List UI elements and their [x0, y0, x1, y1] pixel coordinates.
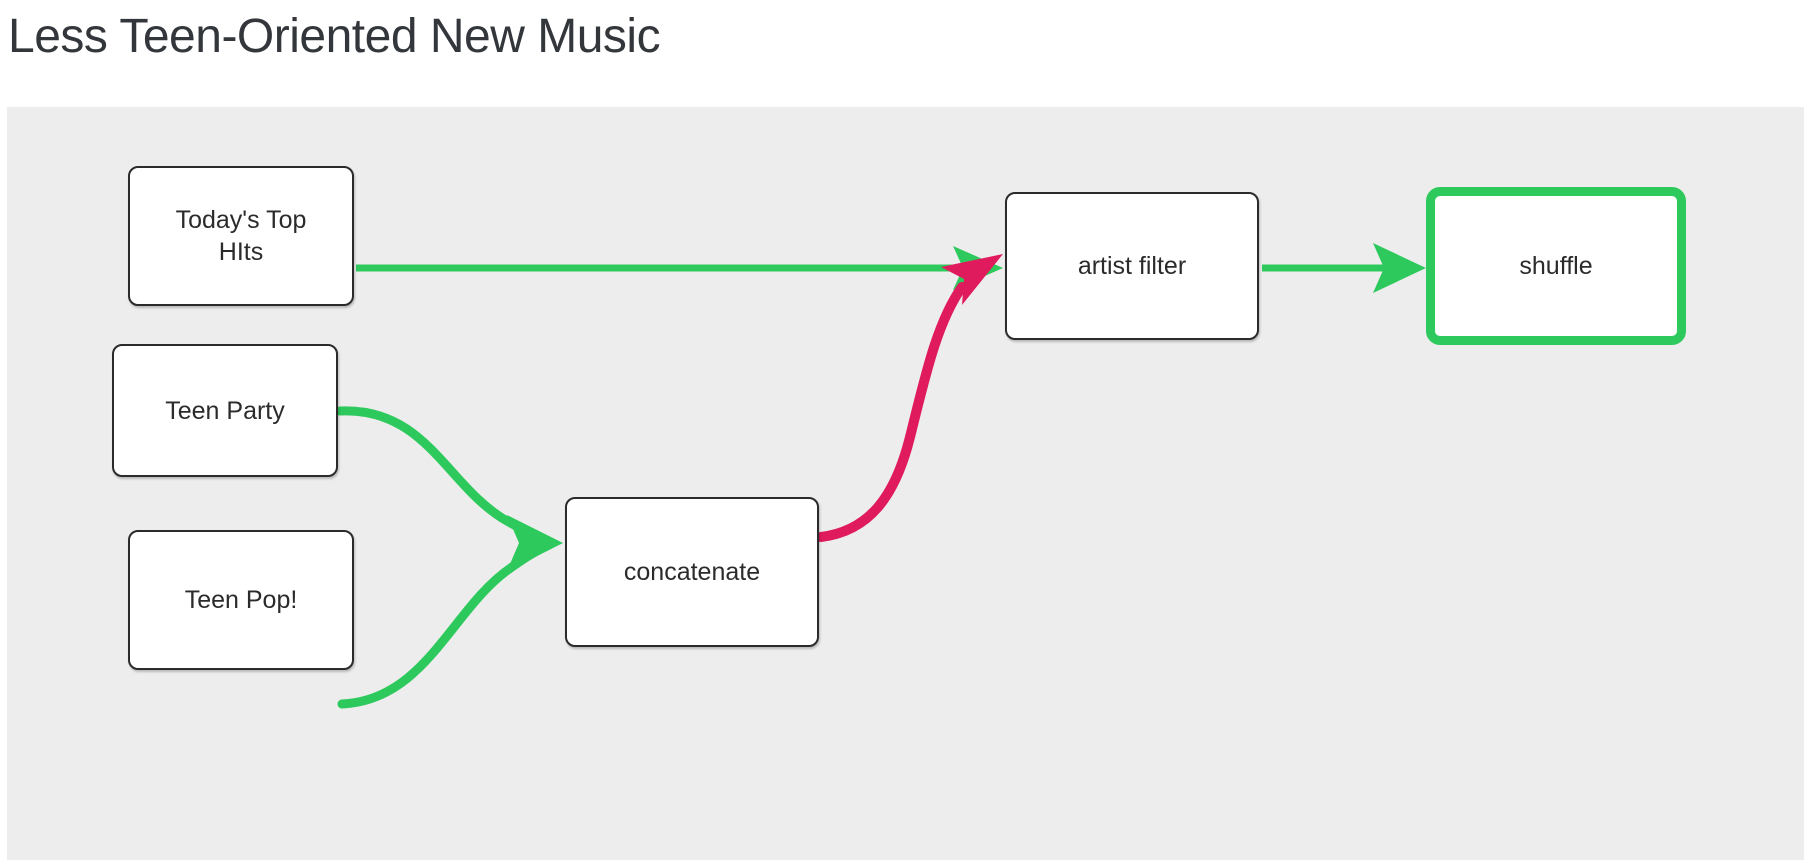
node-label: Teen Pop! — [184, 586, 298, 614]
edge-todays-top-hits-to-artist-filter — [356, 246, 1003, 290]
edge-artist-filter-to-shuffle — [1262, 243, 1426, 293]
node-label: concatenate — [623, 558, 761, 586]
node-label: Today's Top HIts — [175, 206, 307, 266]
node-todays-top-hits[interactable]: Today's Top HIts — [128, 166, 354, 306]
node-artist-filter[interactable]: artist filter — [1005, 192, 1259, 340]
node-teen-party[interactable]: Teen Party — [112, 344, 338, 477]
node-concatenate[interactable]: concatenate — [565, 497, 819, 647]
edge-teen-party-to-concatenate — [335, 406, 552, 546]
node-label: shuffle — [1519, 252, 1593, 280]
node-label: artist filter — [1077, 252, 1187, 280]
page-title: Less Teen-Oriented New Music — [8, 10, 661, 63]
node-label: Teen Party — [165, 396, 285, 425]
diagram-canvas[interactable]: Today's Top HIts Teen Party Teen Pop! co… — [7, 107, 1804, 860]
edge-teen-pop-to-concatenate — [337, 515, 563, 709]
edge-concatenate-to-artist-filter — [816, 254, 1003, 542]
node-shuffle[interactable]: shuffle — [1426, 187, 1686, 345]
node-teen-pop[interactable]: Teen Pop! — [128, 530, 354, 670]
